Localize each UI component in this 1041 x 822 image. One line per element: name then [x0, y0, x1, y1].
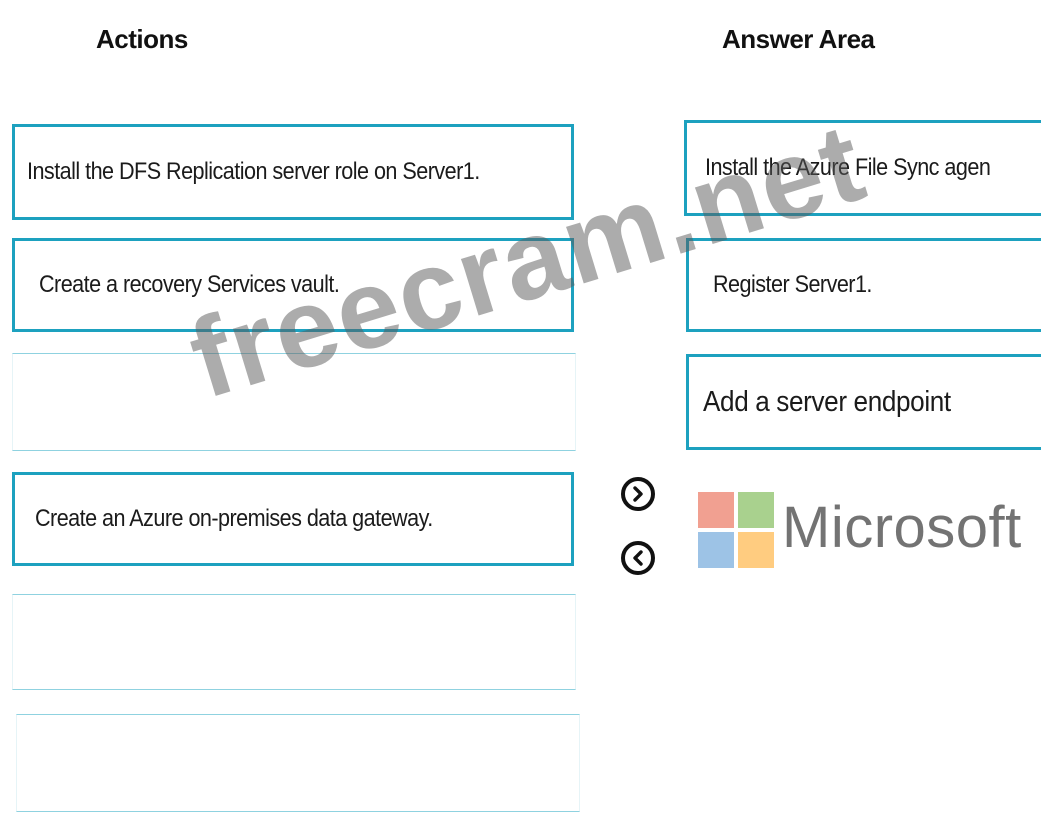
chevron-right-circle-icon [633, 486, 643, 502]
answer-item-label: Add a server endpoint [703, 385, 951, 418]
action-item-label: Create a recovery Services vault. [39, 271, 340, 298]
action-item[interactable]: Create a recovery Services vault. [12, 238, 574, 332]
move-left-button[interactable] [621, 541, 655, 575]
microsoft-logo [698, 492, 774, 568]
action-item-label: Install the DFS Replication server role … [27, 158, 480, 185]
action-item[interactable]: Create an Azure on-premises data gateway… [12, 472, 574, 566]
logo-square-red [698, 492, 734, 528]
logo-square-blue [698, 532, 734, 568]
chevron-left-circle-icon [633, 550, 643, 566]
answer-area-heading: Answer Area [722, 24, 875, 54]
logo-square-green [738, 492, 774, 528]
action-slot-empty[interactable] [12, 594, 576, 690]
action-item-label: Create an Azure on-premises data gateway… [35, 505, 433, 532]
actions-heading: Actions [96, 24, 188, 54]
answer-item[interactable]: Install the Azure File Sync agen [684, 120, 1041, 216]
answer-item-label: Register Server1. [713, 271, 872, 298]
logo-square-yellow [738, 532, 774, 568]
microsoft-wordmark: Microsoft [782, 495, 1022, 560]
action-item[interactable]: Install the DFS Replication server role … [12, 124, 574, 220]
answer-item[interactable]: Add a server endpoint [686, 354, 1041, 450]
move-right-button[interactable] [621, 477, 655, 511]
action-slot-empty[interactable] [12, 353, 576, 451]
action-slot-empty[interactable] [16, 714, 580, 812]
answer-item[interactable]: Register Server1. [686, 238, 1041, 332]
answer-item-label: Install the Azure File Sync agen [705, 154, 991, 181]
